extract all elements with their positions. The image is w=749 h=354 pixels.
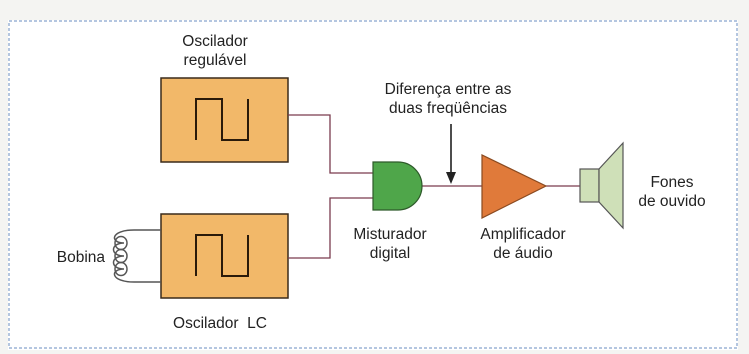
difference-annotation-line1: Diferença entre as (384, 81, 512, 98)
adjustable-oscillator-label-line1: Oscilador (182, 33, 248, 50)
adjustable-oscillator-label: Oscilador regulável (160, 32, 270, 70)
square-wave-icon (195, 98, 249, 141)
adjustable-oscillator-block (160, 77, 289, 163)
square-wave-icon (195, 234, 249, 277)
headphones-label: Fones de ouvido (632, 173, 712, 211)
mixer-label-line1: Misturador (353, 226, 427, 243)
mixer-label: Misturador digital (335, 225, 445, 263)
adjustable-oscillator-label-line2: regulável (183, 52, 247, 69)
mixer-label-line2: digital (369, 245, 411, 262)
headphones-label-line2: de ouvido (638, 193, 706, 210)
diagram-frame (8, 20, 738, 349)
lc-oscillator-label: Oscilador LC (173, 315, 267, 332)
difference-arrow-icon (446, 124, 456, 184)
difference-annotation: Diferença entre as duas freqüências (357, 80, 539, 118)
amplifier-label-line1: Amplificador (480, 226, 566, 243)
coil-label: Bobina (56, 249, 105, 266)
coil-icon (112, 229, 161, 283)
amplifier-label: Amplificador de áudio (463, 225, 583, 263)
amplifier-icon (481, 154, 548, 219)
headphones-label-line1: Fones (650, 174, 694, 191)
signal-wires (288, 114, 580, 259)
headphones-icon (579, 141, 624, 230)
amplifier-label-line2: de áudio (493, 245, 553, 262)
mixer-gate-icon (372, 161, 423, 211)
lc-oscillator-block (160, 213, 289, 299)
difference-annotation-line2: duas freqüências (388, 100, 508, 117)
